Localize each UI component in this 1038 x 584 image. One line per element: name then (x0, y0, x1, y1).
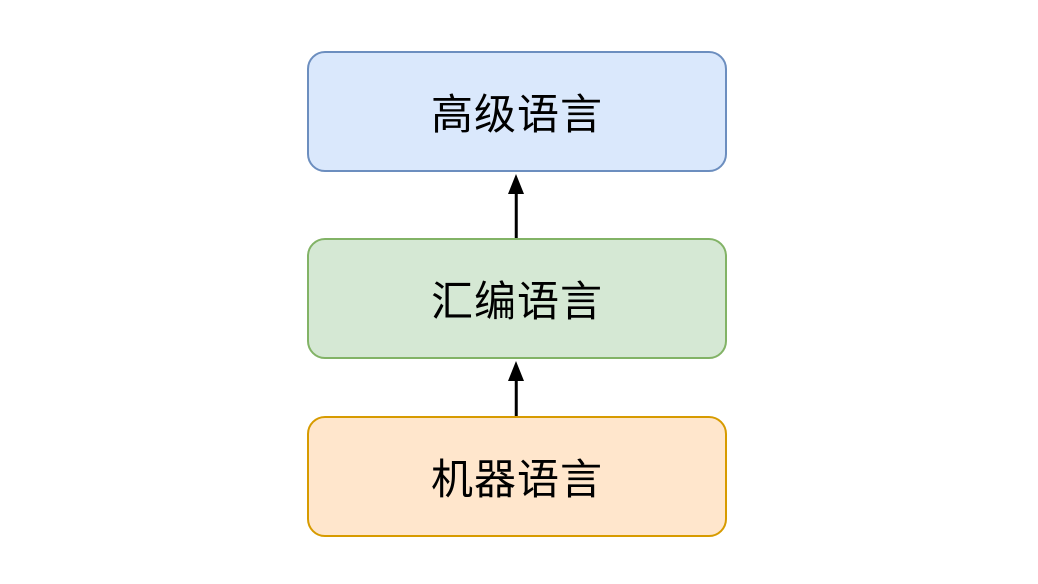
arrow-shaft (514, 180, 518, 238)
arrow-machine-to-assembly (508, 361, 524, 416)
arrow-shaft (514, 367, 518, 416)
arrow-assembly-to-high-level (508, 174, 524, 238)
node-machine-language: 机器语言 (307, 416, 727, 537)
node-assembly-language: 汇编语言 (307, 238, 727, 359)
node-high-level-language: 高级语言 (307, 51, 727, 172)
node-machine-language-label: 机器语言 (430, 456, 603, 503)
node-assembly-language-label: 汇编语言 (430, 278, 603, 325)
node-high-level-language-label: 高级语言 (430, 91, 603, 138)
